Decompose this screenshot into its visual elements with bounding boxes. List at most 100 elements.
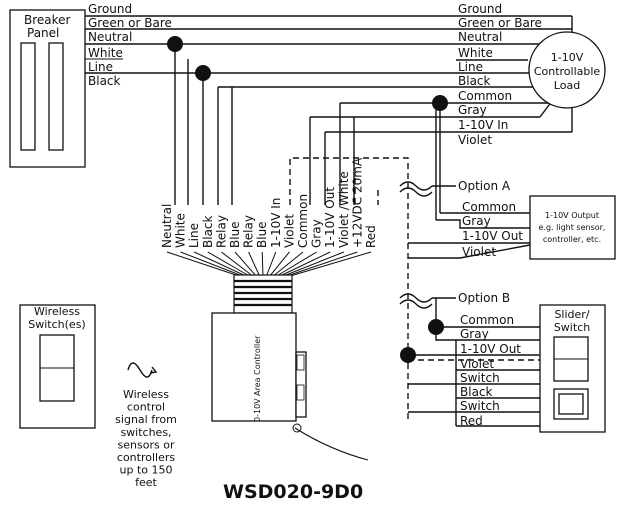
right-white-label: White: [458, 46, 493, 60]
option-b-violet: Violet: [460, 357, 494, 371]
option-a-common: Common: [462, 200, 516, 214]
controller-lead-wire: [280, 251, 344, 278]
option-b-out: 1-10V Out: [460, 342, 521, 356]
controller-lead-wire: [265, 251, 277, 278]
break-mark-b2: [399, 299, 433, 309]
option-b-switch1: Switch: [460, 371, 500, 385]
wireless-switch-label-1: Wireless: [34, 305, 80, 318]
controller-label: 0-10V Area Controller: [253, 335, 262, 422]
breaker-panel: Breaker Panel: [9, 9, 86, 168]
wireless-note-line: signal from: [115, 413, 177, 426]
left-green-label: Green or Bare: [88, 16, 172, 30]
break-mark-a2: [399, 187, 433, 197]
wireless-note-line: control: [127, 401, 165, 414]
left-neutral-label: Neutral: [88, 30, 132, 44]
breaker-panel-label-1: Breaker: [24, 13, 71, 27]
output-box-label-3: controller, etc.: [543, 235, 601, 244]
controller-lead-label: Black: [201, 215, 215, 248]
right-green-label: Green or Bare: [458, 16, 542, 30]
option-a-violet: Violet: [462, 245, 496, 259]
controller-lead-label: Relay: [214, 215, 228, 248]
right-common-label: Common: [458, 89, 512, 103]
left-white-label: White: [88, 46, 123, 60]
controller-lead-label: Violet /White: [337, 171, 351, 248]
controller-lead-wire: [271, 251, 304, 278]
controller-drops: [174, 44, 456, 220]
controller-lead-label: 1-10V Out: [323, 187, 337, 248]
right-ground-label: Ground: [458, 2, 502, 16]
controller-lead-wire: [221, 251, 255, 278]
controllable-load: 1-10V Controllable Load: [528, 31, 606, 109]
load-label-1: 1-10V: [551, 51, 584, 64]
wireless-note-line: controllers: [117, 451, 175, 464]
controller-lead-label: Line: [187, 223, 201, 248]
option-b-wires: [408, 298, 540, 427]
controller-lead-wire: [193, 251, 249, 278]
controller-lead-wire: [268, 251, 290, 278]
break-mark-b1: [399, 293, 433, 303]
wireless-note-line: up to 150: [120, 464, 173, 477]
controller-lead-wire: [248, 251, 261, 278]
controller-lead-wire: [283, 251, 358, 278]
controller-lead-wire: [234, 251, 258, 278]
controller-lead-label: +12VDC 20mA: [350, 157, 364, 248]
controller-lead-label: White: [174, 213, 188, 248]
wireless-note-line: switches,: [120, 426, 171, 439]
option-dashed-lines: [289, 157, 540, 420]
right-black-label: Black: [458, 74, 491, 88]
output-box-label-2: e.g. light sensor,: [539, 223, 606, 232]
controller-lead-label: Common: [296, 194, 310, 248]
controller-lead-label: Neutral: [160, 204, 174, 248]
load-label-3: Load: [554, 79, 580, 92]
wireless-note-line: sensors or: [118, 438, 175, 451]
controller-lead-label: Violet: [282, 214, 296, 248]
option-a-label: Option A: [458, 179, 511, 193]
slider-label-1: Slider/: [554, 308, 589, 321]
wireless-signal-icon: [127, 362, 158, 378]
right-gray-label: Gray: [458, 103, 487, 117]
controller-lead-label: 1-10V In: [269, 198, 283, 248]
option-a-out: 1-10V Out: [462, 229, 523, 243]
output-box-label-1: 1-10V Output: [545, 211, 599, 220]
option-b-red: Red: [460, 414, 483, 428]
left-black-label: Black: [88, 74, 121, 88]
controller-lead-wire: [166, 251, 243, 278]
wireless-switch-label-2: Switch(es): [28, 318, 85, 331]
controller-lead-wire: [286, 251, 372, 278]
option-a-wires: [408, 212, 531, 259]
break-mark-a1: [399, 181, 433, 191]
option-a-gray: Gray: [462, 214, 491, 228]
controller-lead-wires: [166, 251, 372, 278]
slider-switch-box: Slider/ Switch: [539, 304, 606, 433]
wireless-note-line: Wireless: [123, 388, 169, 401]
load-label-2: Controllable: [534, 65, 601, 78]
right-neutral-label: Neutral: [458, 30, 502, 44]
controller-lead-label: Red: [364, 225, 378, 248]
controller-lead-label: Gray: [310, 219, 324, 248]
right-violet-label: Violet: [458, 133, 492, 147]
option-b-gray: Gray: [460, 327, 489, 341]
diagram-title: WSD020-9D0: [223, 481, 363, 503]
controller-lead-wire: [277, 251, 331, 278]
wireless-note-line: feet: [135, 476, 157, 489]
controller-lead-wire: [180, 251, 246, 278]
option-b-common: Common: [460, 313, 514, 327]
left-line-label: Line: [88, 60, 113, 74]
controller-lead-label: Blue: [255, 221, 269, 248]
slider-label-2: Switch: [554, 321, 590, 334]
controller-lead-label: Blue: [228, 221, 242, 248]
right-line-label: Line: [458, 60, 483, 74]
controller-lead-wire: [274, 251, 317, 278]
wireless-switch: Wireless Switch(es): [19, 304, 96, 429]
controller-lead-label: Relay: [242, 215, 256, 248]
option-b-switch2: Switch: [460, 399, 500, 413]
controller-lead-wire: [207, 251, 252, 278]
controller-lead-wire: [261, 251, 264, 278]
option-b-black: Black: [460, 385, 493, 399]
right-in-label: 1-10V In: [458, 118, 508, 132]
area-controller: 0-10V Area Controller: [211, 274, 369, 461]
